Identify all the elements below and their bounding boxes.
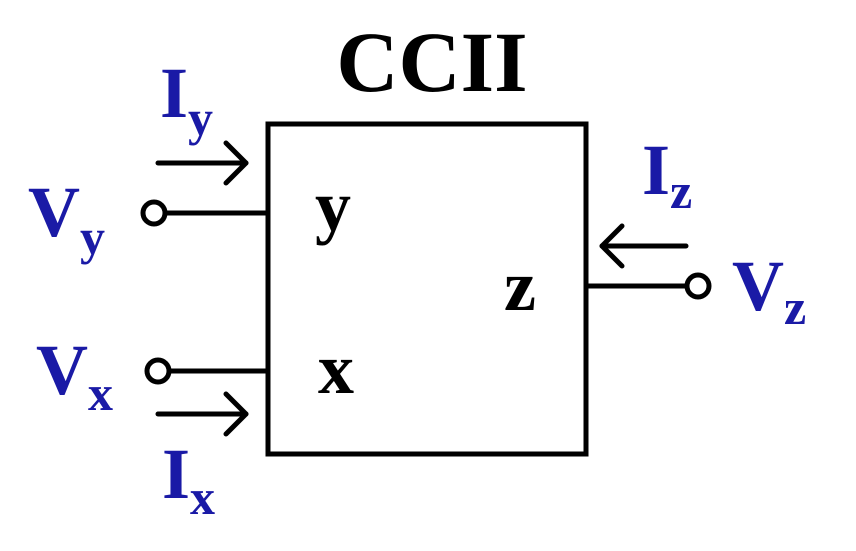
port-x-label: x (318, 329, 354, 409)
vz-label-main: V (732, 246, 784, 326)
vy-label-main: V (28, 172, 80, 252)
vx-label-sub: x (88, 365, 113, 421)
ix-arrow-icon (155, 391, 249, 437)
ccii-block (265, 121, 589, 457)
vy-label-sub: y (80, 209, 105, 265)
iy-label-sub: y (188, 90, 213, 146)
ix-label-main: I (162, 434, 190, 514)
vy-label: Vy (28, 172, 105, 265)
vx-label: Vx (36, 330, 113, 421)
ix-label-sub: x (190, 469, 215, 525)
block-title: CCII (336, 14, 527, 110)
x-terminal (144, 357, 172, 385)
vz-label: Vz (732, 246, 806, 335)
iy-arrow-icon (155, 140, 249, 186)
iz-label-sub: z (670, 163, 692, 219)
iy-label-main: I (160, 53, 188, 133)
port-y-label: y (315, 166, 351, 246)
vz-label-sub: z (784, 279, 806, 335)
iz-arrow-icon (599, 223, 689, 269)
port-z-label: z (504, 246, 536, 326)
ix-label: Ix (162, 434, 215, 525)
z-terminal (684, 272, 712, 300)
iy-label: Iy (160, 53, 213, 146)
y-terminal (140, 199, 168, 227)
vx-label-main: V (36, 330, 88, 410)
iz-label-main: I (642, 130, 670, 210)
iz-label: Iz (642, 130, 692, 219)
